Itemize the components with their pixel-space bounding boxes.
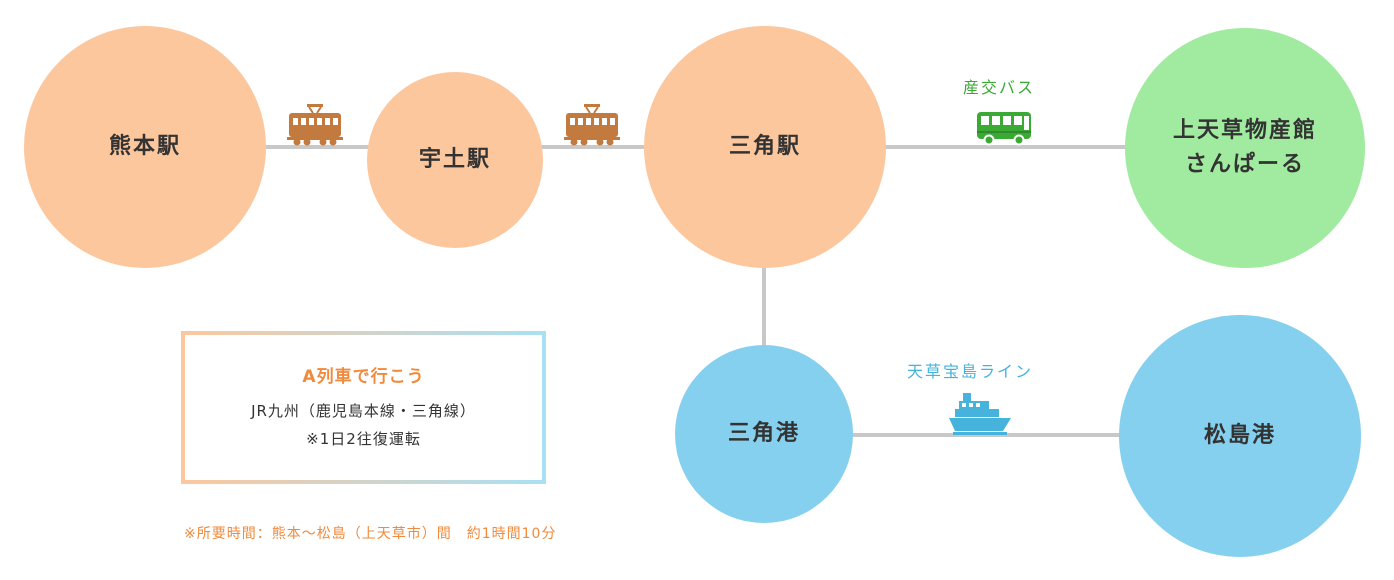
train-icon [564,104,620,146]
connector-kumamoto-uto [264,145,370,149]
ferry-icon [949,393,1011,435]
bus-route-label: 産交バス [963,78,1036,97]
info-schedule-note: ※1日2往復運転 [306,430,421,448]
node-misumi-port: 三角港 [675,345,853,523]
node-label: 宇土駅 [418,146,491,172]
connector-uto-misumi [540,145,646,149]
node-sanpaal: 上天草物産館 さんぱーる [1125,28,1365,268]
info-box: A列車で行こう JR九州（鹿児島本線・三角線） ※1日2往復運転 [181,331,546,484]
ferry-route-label: 天草宝島ライン [907,362,1034,381]
node-label: 松島港 [1203,422,1276,448]
connector-misumi-station-port [762,268,766,348]
info-box-content: A列車で行こう JR九州（鹿児島本線・三角線） ※1日2往復運転 [185,335,542,480]
info-title: A列車で行こう [302,366,425,387]
node-kumamoto-station: 熊本駅 [24,26,266,268]
node-label-line2: さんぱーる [1184,152,1305,177]
travel-time-footnote: ※所要時間：熊本〜松島（上天草市）間 約1時間10分 [184,526,557,542]
node-label: 三角駅 [728,133,801,159]
node-uto-station: 宇土駅 [367,72,543,248]
node-misumi-station: 三角駅 [644,26,886,268]
connector-misumi-matsushima [850,433,1122,437]
node-matsushima-port: 松島港 [1119,315,1361,557]
train-icon [287,104,343,146]
node-label: 熊本駅 [108,133,181,159]
node-label-line1: 上天草物産館 [1172,117,1317,143]
bus-icon [977,112,1031,146]
info-line-name: JR九州（鹿児島本線・三角線） [251,401,476,420]
connector-misumi-sanpaal [884,145,1128,149]
node-label: 三角港 [727,420,800,446]
